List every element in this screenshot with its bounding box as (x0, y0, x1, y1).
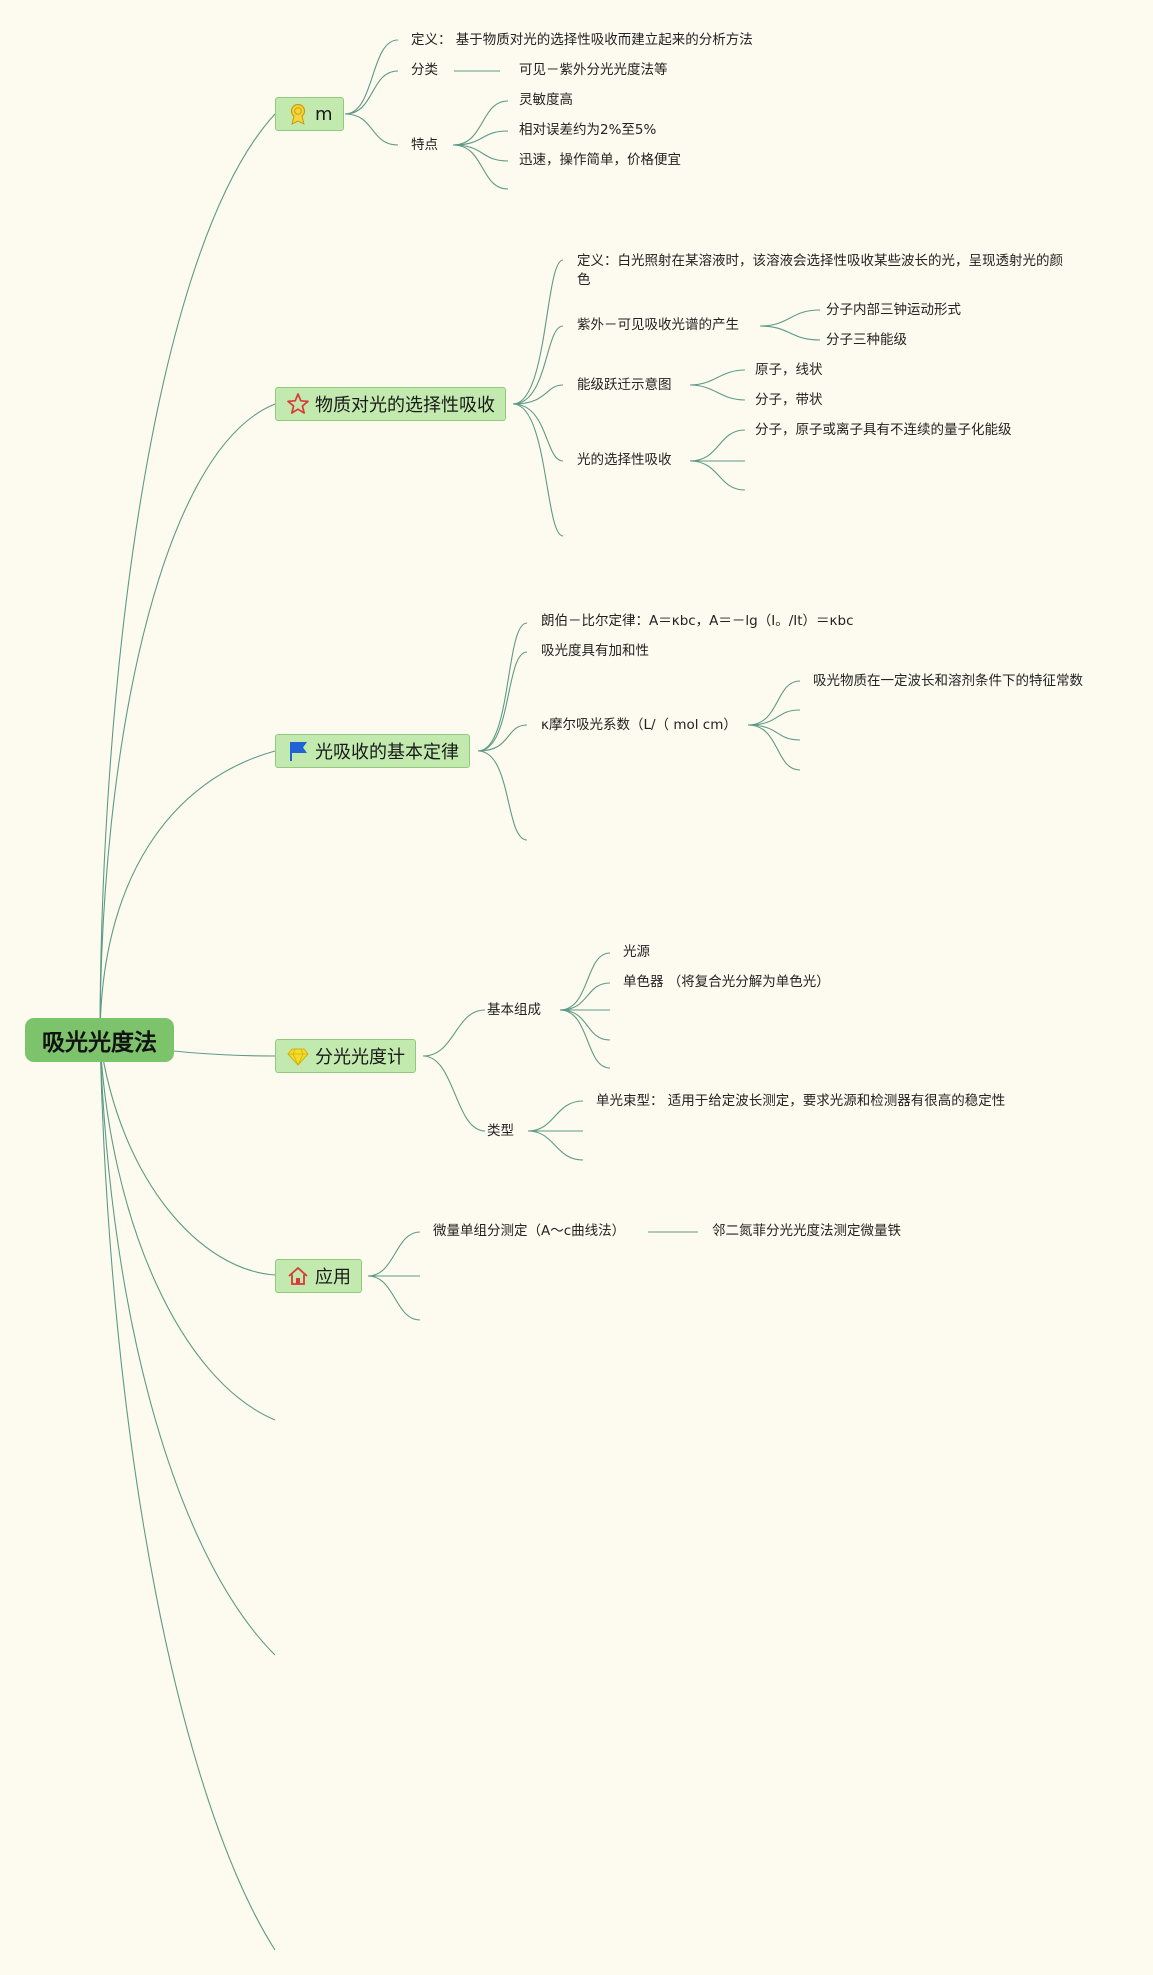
node-types[interactable]: 类型 (487, 1123, 514, 1139)
node-additivity[interactable]: 吸光度具有加和性 (541, 643, 649, 659)
flag-icon (286, 739, 310, 763)
node-energy-levels[interactable]: 分子三种能级 (826, 332, 907, 348)
topic-label: 光吸收的基本定律 (315, 742, 459, 763)
topic-label: 应用 (315, 1267, 351, 1288)
node-monochromator[interactable]: 单色器 （将复合光分解为单色光） (623, 974, 830, 990)
node-molar-absorptivity[interactable]: κ摩尔吸光系数（L/（ mol cm） (541, 717, 737, 733)
diamond-icon (286, 1044, 310, 1068)
topic-label: 物质对光的选择性吸收 (315, 395, 495, 416)
node-phenanthroline-iron[interactable]: 邻二氮菲分光光度法测定微量铁 (712, 1223, 901, 1239)
topic-application[interactable]: 应用 (275, 1259, 362, 1293)
node-molecule-band[interactable]: 分子，带状 (755, 392, 823, 408)
node-light-source[interactable]: 光源 (623, 944, 650, 960)
node-characteristic-constant[interactable]: 吸光物质在一定波长和溶剂条件下的特征常数 (813, 673, 1083, 689)
topic-label: m (315, 103, 333, 125)
node-definition[interactable]: 定义： 基于物质对光的选择性吸收而建立起来的分析方法 (411, 32, 753, 48)
topic-label: 分光光度计 (315, 1047, 405, 1068)
topic-overview[interactable]: m (275, 97, 344, 131)
medal-icon (286, 102, 310, 126)
node-absorption-definition[interactable]: 定义：白光照射在某溶液时，该溶液会选择性吸收某些波长的光，呈现透射光的颜色 (577, 253, 1063, 288)
node-micro-single-component[interactable]: 微量单组分测定（A～c曲线法） (433, 1223, 626, 1239)
node-spectrum-origin[interactable]: 紫外－可见吸收光谱的产生 (577, 317, 739, 333)
topic-absorption-law[interactable]: 光吸收的基本定律 (275, 734, 470, 768)
node-feature-fast[interactable]: 迅速，操作简单，价格便宜 (519, 152, 681, 168)
topic-spectrophotometer[interactable]: 分光光度计 (275, 1039, 416, 1073)
topic-selective-absorption[interactable]: 物质对光的选择性吸收 (275, 387, 506, 421)
node-basic-composition[interactable]: 基本组成 (487, 1002, 541, 1018)
node-transition-diagram[interactable]: 能级跃迁示意图 (577, 377, 672, 393)
node-classification[interactable]: 分类 (411, 62, 438, 78)
node-classification-value[interactable]: 可见－紫外分光光度法等 (519, 62, 668, 78)
node-quantized-levels[interactable]: 分子，原子或离子具有不连续的量子化能级 (755, 422, 1012, 438)
node-feature-error[interactable]: 相对误差约为2%至5% (519, 122, 657, 138)
node-lambert-beer-law[interactable]: 朗伯－比尔定律：A＝κbc，A＝－lg（I。/It）＝κbc (541, 613, 854, 629)
star-icon (286, 392, 310, 416)
node-feature-sensitivity[interactable]: 灵敏度高 (519, 92, 573, 108)
node-atom-line[interactable]: 原子，线状 (755, 362, 823, 378)
house-icon (286, 1264, 310, 1288)
node-single-beam[interactable]: 单光束型： 适用于给定波长测定，要求光源和检测器有很高的稳定性 (596, 1093, 1006, 1109)
node-selective-absorption[interactable]: 光的选择性吸收 (577, 452, 672, 468)
root-topic[interactable]: 吸光光度法 (25, 1018, 174, 1062)
node-features[interactable]: 特点 (411, 137, 438, 153)
node-motion-forms[interactable]: 分子内部三钟运动形式 (826, 302, 961, 318)
